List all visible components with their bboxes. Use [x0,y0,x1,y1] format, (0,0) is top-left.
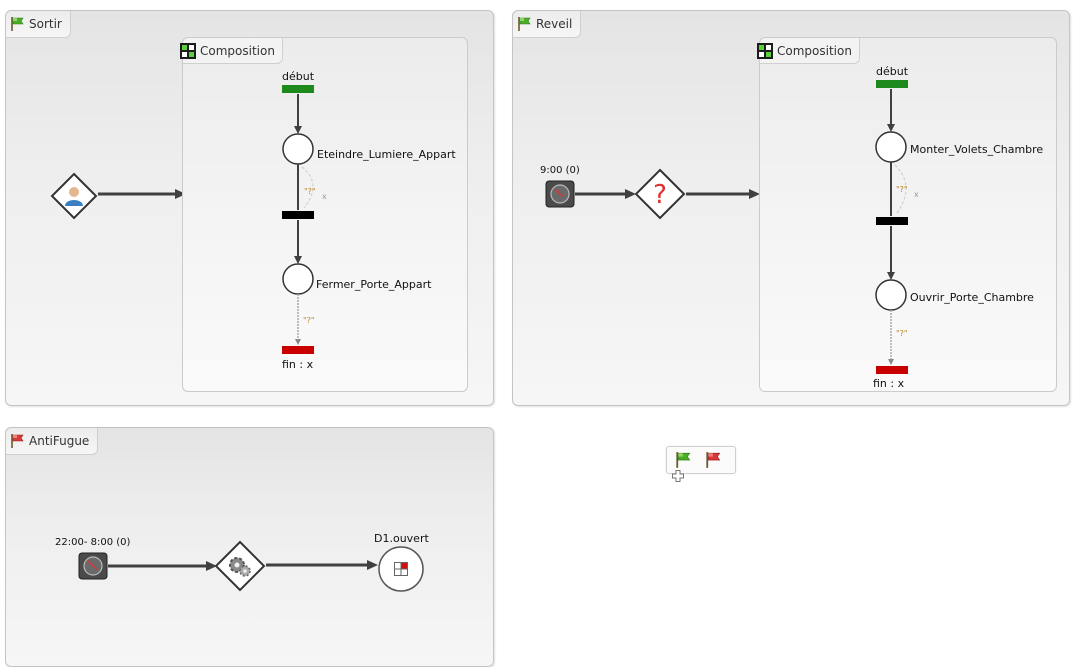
green-flag-icon [11,17,24,31]
panel-tab-sortir[interactable]: Sortir [6,11,71,38]
place[interactable] [875,279,907,311]
arc-mark: x [914,190,919,199]
composition-tab[interactable]: Composition [757,38,860,64]
end-transition[interactable] [282,346,314,354]
panel-tab-antifugue[interactable]: AntiFugue [6,428,99,455]
trigger-node[interactable] [50,172,98,220]
arc-mark: "?" [896,329,908,338]
green-flag-icon [676,452,691,468]
question-mark-icon: ? [653,180,667,210]
plus-cursor-icon [672,470,684,482]
transition[interactable] [282,211,314,219]
composition-box[interactable]: Composition début Eteindre_Lumiere_Appar… [180,37,468,392]
end-label: fin : x [873,377,905,390]
arc-arrowhead [294,256,302,264]
panel-sortir[interactable]: Sortir Composition [5,10,494,406]
panel-title: Reveil [536,17,573,31]
timer-label: 9:00 (0) [540,165,580,176]
dashed-arc [301,166,314,209]
svg-text:?: ? [653,180,667,210]
panel-antifugue[interactable]: AntiFugue 22:00- 8:00 (0) [5,427,494,667]
dashed-arc [894,164,907,214]
action-node[interactable] [214,540,266,592]
target-node[interactable] [377,545,425,593]
start-transition[interactable] [876,80,908,88]
add-green-flag-button[interactable] [675,451,693,469]
target-label: D1.ouvert [374,532,429,545]
composition-grid-icon [757,42,773,59]
arc-mark: "?" [896,185,908,194]
end-transition[interactable] [876,366,908,374]
flow-arrowhead [175,189,186,199]
place[interactable] [875,131,907,163]
place[interactable] [282,263,314,295]
panel-reveil[interactable]: Reveil 9:00 (0) ? [512,10,1070,406]
flow-arrowhead [367,560,378,570]
add-red-flag-button[interactable] [705,451,723,469]
timer-clock-icon[interactable] [545,180,575,208]
condition-node[interactable]: ? [634,168,686,220]
start-transition[interactable] [282,85,314,93]
composition-title: Composition [777,43,852,58]
place[interactable] [282,133,314,165]
start-label: début [282,70,315,83]
composition-title: Composition [200,43,275,58]
timer-clock-icon[interactable] [78,552,108,580]
place-label: Eteindre_Lumiere_Appart [317,148,456,161]
user-person-icon [65,187,83,206]
arc-mark: "?" [303,316,315,325]
timer-label: 22:00- 8:00 (0) [55,537,131,548]
add-scenario-toolbar [666,446,736,474]
panel-tab-reveil[interactable]: Reveil [513,11,582,38]
flow-arrowhead [206,561,217,571]
end-label: fin : x [282,358,314,371]
panel-title: Sortir [29,17,62,31]
composition-tab[interactable]: Composition [180,38,283,64]
arc-arrowhead [294,126,302,134]
red-flag-icon [11,434,24,448]
flow-arrowhead [749,189,760,199]
start-label: début [876,65,909,78]
arc-arrowhead [887,272,895,280]
transition[interactable] [876,217,908,225]
arc-mark: "?" [304,187,316,196]
composition-box[interactable]: Composition début Monter_Volets_Chambre … [757,37,1057,392]
panel-title: AntiFugue [29,434,90,448]
place-label: Monter_Volets_Chambre [910,143,1044,156]
arc-arrowhead [887,124,895,132]
composition-grid-icon [180,42,196,59]
red-flag-icon [706,452,721,468]
arc-arrowhead [295,339,301,345]
gears-icon [229,557,251,577]
green-flag-icon [518,17,531,31]
door-sensor-icon [394,562,408,576]
place-label: Ouvrir_Porte_Chambre [910,291,1034,304]
place-label: Fermer_Porte_Appart [316,278,432,291]
arc-arrowhead [888,359,894,365]
arc-mark: x [322,192,327,201]
flow-arrowhead [625,189,636,199]
